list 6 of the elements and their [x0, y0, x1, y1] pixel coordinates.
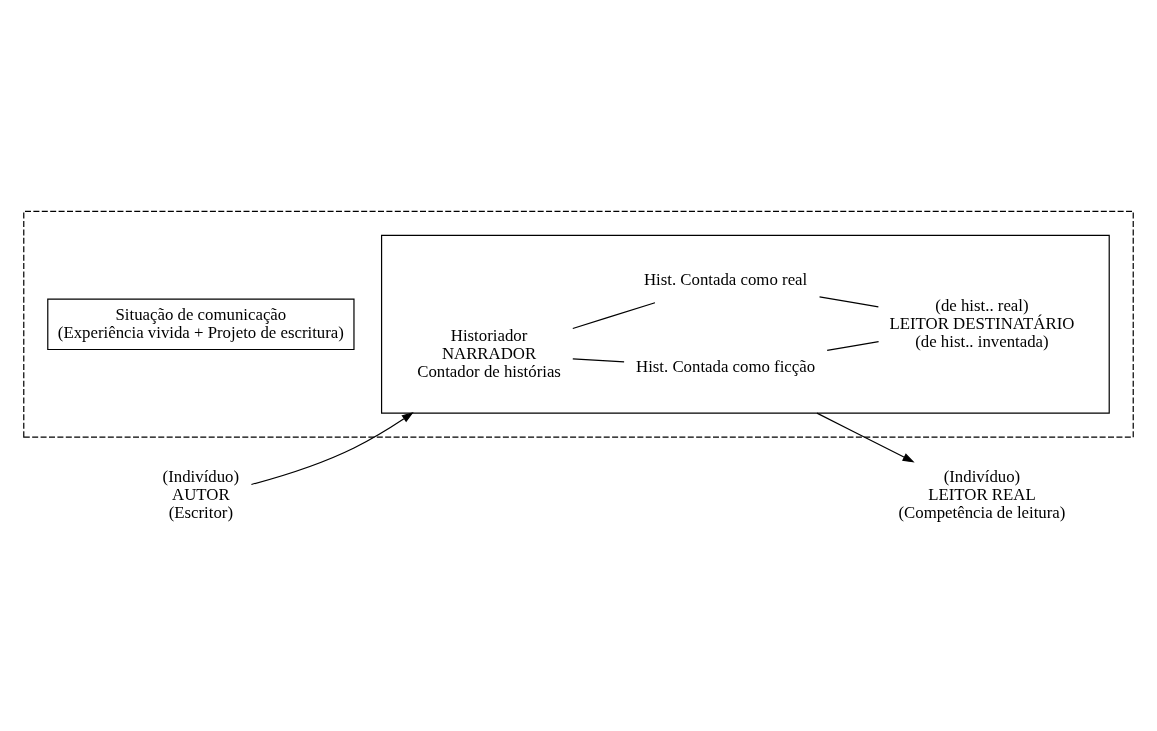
node-text: Hist. Contada como ficção — [636, 356, 816, 376]
node-text: Hist. Contada como real — [643, 269, 808, 289]
node-text: (Indivíduo) LEITOR REAL (Competência de leitura) — [898, 466, 1066, 522]
node-text: (Indivíduo) AUTOR (Escritor) — [162, 466, 240, 522]
node-text: Historiador NARRADOR Contador de histórias — [417, 325, 561, 381]
node-text: (de hist.. real) LEITOR DESTINATÁRIO (de hist.. inventada) — [889, 295, 1075, 351]
